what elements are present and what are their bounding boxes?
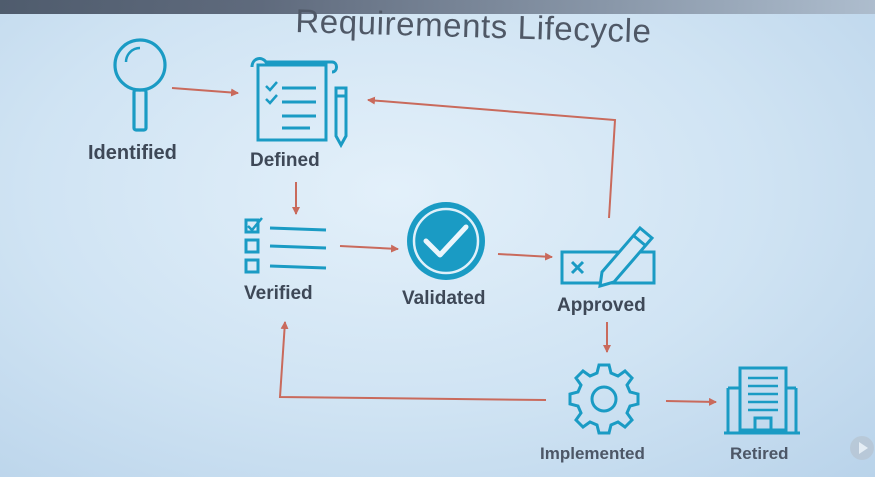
signature-icon: [560, 225, 656, 289]
arrow-validated-to-approved: [497, 252, 553, 261]
top-bar: [0, 0, 875, 14]
checklist-icon: [244, 217, 327, 274]
stage-label-implemented: Implemented: [540, 444, 645, 463]
stage-label-retired: Retired: [730, 444, 789, 463]
stage-label-verified: Verified: [244, 283, 313, 304]
check-circle-icon: [407, 202, 485, 280]
arrow-verified-to-validated: [339, 244, 399, 253]
arrow-implemented-to-retired: [665, 397, 717, 406]
gear-icon: [568, 363, 640, 435]
stage-label-validated: Validated: [402, 288, 486, 309]
arrow-implemented-to-verified: [278, 321, 547, 401]
stage-label-identified: Identified: [88, 142, 177, 164]
stage-label-defined: Defined: [250, 150, 320, 171]
arrow-approved-to-defined: [367, 96, 617, 219]
stage-label-approved: Approved: [557, 295, 646, 316]
document-pen-icon: [250, 57, 348, 149]
arrow-identified-to-defined: [171, 87, 239, 97]
play-icon[interactable]: [850, 436, 874, 460]
magnifier-icon: [113, 38, 167, 132]
building-icon: [724, 366, 800, 435]
